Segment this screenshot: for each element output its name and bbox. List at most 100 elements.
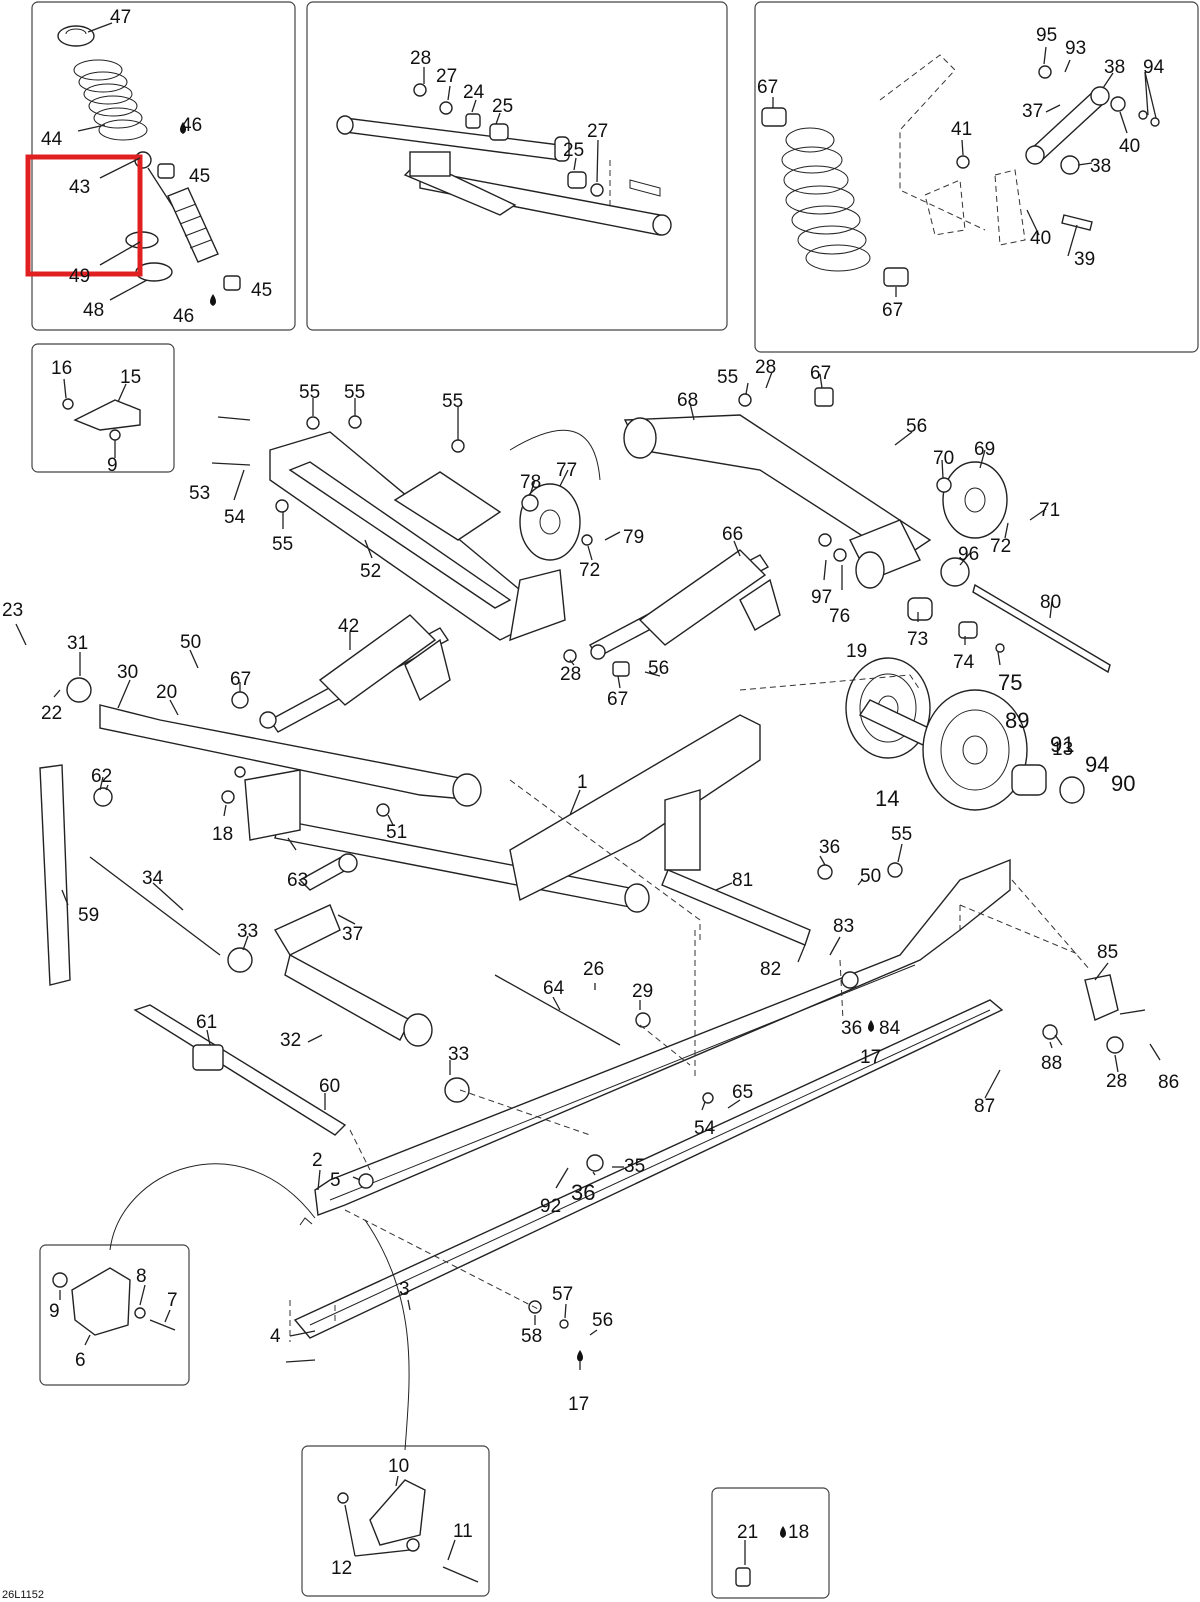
callout-88: 88 (1041, 1053, 1062, 1074)
callout-18-a: 18 (212, 824, 233, 845)
callout-11: 11 (453, 1521, 473, 1542)
callout-30: 30 (117, 662, 138, 683)
diagram-code: 26L1152 (2, 1589, 44, 1601)
callout-9-stopper: 9 (107, 455, 118, 476)
callout-56-c: 56 (592, 1310, 613, 1331)
main-assembly (39, 387, 1124, 1451)
callout-47: 47 (110, 7, 131, 28)
callout-21: 21 (737, 1522, 758, 1543)
rear-shock-parts (761, 54, 1160, 287)
callout-labels: 1 2 3 4 5 6 7 8 9 9 10 11 12 13 14 15 16… (2, 7, 1179, 1579)
callout-85: 85 (1097, 942, 1118, 963)
callout-82: 82 (760, 959, 781, 980)
callout-65: 65 (732, 1082, 753, 1103)
callout-95: 95 (1036, 25, 1057, 46)
callout-26: 26 (583, 959, 604, 980)
inset-grease-fitting (711, 1487, 830, 1599)
callout-72-a: 72 (990, 536, 1011, 557)
callout-15: 15 (120, 367, 141, 388)
callout-77: 77 (556, 460, 577, 481)
callout-33-a: 33 (237, 921, 258, 942)
callout-20: 20 (156, 682, 177, 703)
callout-71: 71 (1039, 500, 1060, 521)
callout-16: 16 (51, 358, 72, 379)
guide-parts (337, 1479, 479, 1583)
callout-3: 3 (399, 1279, 410, 1300)
callout-51: 51 (386, 822, 407, 843)
callout-56-a: 56 (906, 416, 927, 437)
callout-50-b: 50 (860, 866, 881, 887)
callout-69: 69 (974, 439, 995, 460)
callout-58: 58 (521, 1326, 542, 1347)
callout-53: 53 (189, 483, 210, 504)
callout-67-d: 67 (230, 669, 251, 690)
callout-37-b: 37 (342, 924, 363, 945)
callout-23: 23 (2, 600, 23, 621)
callout-27-b: 27 (587, 121, 608, 142)
callout-40-a: 40 (1119, 136, 1140, 157)
callout-60: 60 (319, 1076, 340, 1097)
callout-87: 87 (974, 1096, 995, 1117)
callout-37-a: 37 (1022, 101, 1043, 122)
inset-guide (301, 1445, 490, 1597)
callout-18-b: 18 (788, 1522, 809, 1543)
shock-spring-parts (57, 25, 241, 306)
callout-55-d: 55 (272, 534, 293, 555)
callout-9-slider: 9 (49, 1301, 60, 1322)
callout-31: 31 (67, 633, 88, 654)
callout-46-a: 46 (181, 115, 202, 136)
inset-slider-block (39, 1244, 190, 1386)
callout-17-a: 17 (860, 1047, 881, 1068)
callout-84: 84 (879, 1018, 901, 1039)
callout-17-b: 17 (568, 1394, 589, 1415)
callout-79: 79 (623, 527, 644, 548)
callout-8: 8 (136, 1266, 147, 1287)
callout-12: 12 (331, 1558, 352, 1579)
callout-25-a: 25 (492, 96, 513, 117)
callout-55-f: 55 (891, 824, 912, 845)
highlight-box-43 (25, 154, 143, 277)
callout-25-b: 25 (563, 140, 584, 161)
callout-46-b: 46 (173, 306, 194, 327)
callout-64: 64 (543, 978, 565, 999)
callout-94-a: 94 (1143, 57, 1165, 78)
callout-49: 49 (69, 266, 90, 287)
callout-45-a: 45 (189, 166, 210, 187)
callout-83: 83 (833, 916, 854, 937)
inset-rear-shock (754, 1, 1199, 353)
callout-54-a: 54 (224, 507, 246, 528)
callout-67-b: 67 (882, 300, 903, 321)
callout-45-b: 45 (251, 280, 272, 301)
callout-14: 14 (875, 786, 899, 811)
callout-13: 13 (1052, 739, 1073, 760)
callout-35: 35 (624, 1156, 645, 1177)
callout-28-d: 28 (1106, 1071, 1127, 1092)
callout-81: 81 (732, 870, 753, 891)
callout-80: 80 (1040, 592, 1061, 613)
callout-48: 48 (83, 300, 104, 321)
callout-78: 78 (520, 472, 541, 493)
callout-22: 22 (41, 703, 62, 724)
callout-28-a: 28 (410, 48, 431, 69)
callout-86: 86 (1158, 1072, 1179, 1093)
callout-28-b: 28 (755, 357, 776, 378)
callout-40-b: 40 (1030, 228, 1051, 249)
stopper-parts (62, 398, 141, 441)
callout-89: 89 (1005, 708, 1029, 733)
callout-leaders (15, 22, 1161, 1565)
grease-fitting (735, 1526, 786, 1587)
callout-52: 52 (360, 561, 381, 582)
callout-29: 29 (632, 981, 653, 1002)
callout-76: 76 (829, 606, 850, 627)
callout-67-c: 67 (810, 363, 831, 384)
callout-63: 63 (287, 870, 308, 891)
inset-front-arm (306, 1, 728, 331)
callout-73: 73 (907, 629, 928, 650)
callout-39: 39 (1074, 249, 1095, 270)
callout-28-c: 28 (560, 664, 581, 685)
callout-74: 74 (953, 652, 975, 673)
callout-1: 1 (577, 772, 588, 793)
callout-97: 97 (811, 587, 832, 608)
callout-93: 93 (1065, 38, 1086, 59)
callout-5: 5 (330, 1170, 341, 1191)
